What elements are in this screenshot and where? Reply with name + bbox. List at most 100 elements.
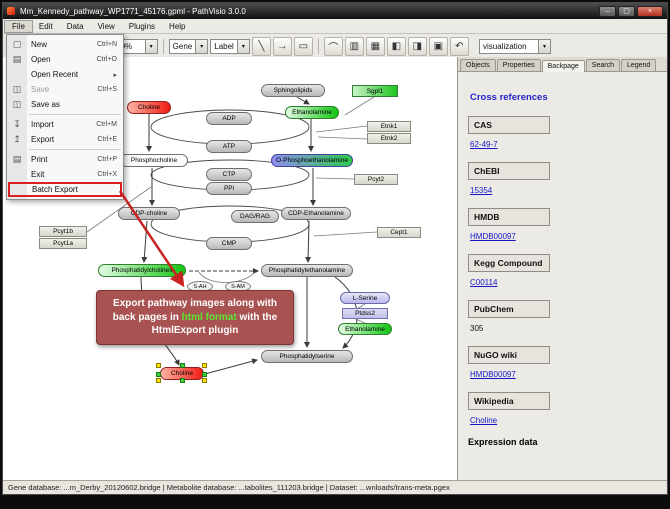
xref-link[interactable]: 15354 xyxy=(470,186,493,195)
pathway-node-pcyt1a[interactable]: Pcyt1a xyxy=(39,238,87,249)
xref-header-chebi[interactable]: ChEBI xyxy=(468,162,550,180)
xref-header-hmdb[interactable]: HMDB xyxy=(468,208,550,226)
pathway-node-dag-rag[interactable]: DAG/RAG xyxy=(231,210,279,223)
pathway-node-ethanolamine[interactable]: Ethanolamine xyxy=(285,106,339,119)
tab-properties[interactable]: Properties xyxy=(496,59,541,71)
label-combo[interactable]: Label ▾ xyxy=(210,38,250,54)
status-bar: Gene database: ...m_Derby_20120602.bridg… xyxy=(3,480,667,494)
xref-link[interactable]: HMDB00097 xyxy=(470,232,516,241)
tab-search[interactable]: Search xyxy=(585,59,620,71)
toolbar-separator xyxy=(317,38,319,54)
file-menu-item-save-as[interactable]: ◫Save as xyxy=(7,97,123,112)
pathway-node-ppi[interactable]: PPi xyxy=(206,182,252,195)
pathway-node-etnk1[interactable]: Etnk1 xyxy=(367,121,411,132)
pathway-node-pcyt2[interactable]: Pcyt2 xyxy=(354,174,398,185)
undo-button[interactable]: ↶ xyxy=(449,36,469,56)
pathway-node-cmp[interactable]: CMP xyxy=(206,237,252,250)
menu-plugins[interactable]: Plugins xyxy=(128,21,156,31)
menu-data[interactable]: Data xyxy=(66,21,84,31)
selection-handle[interactable] xyxy=(202,363,207,368)
pathway-node-phosphatidylcholines[interactable]: Phosphatidylcholines xyxy=(98,264,186,277)
app-icon xyxy=(7,7,15,15)
minimize-button[interactable]: – xyxy=(599,5,616,17)
pathway-node-phosphatidylserine[interactable]: Phosphatidylserine xyxy=(261,350,353,363)
file-menu-item-batch-export[interactable]: Batch Export xyxy=(8,182,122,197)
arrow-tool-button[interactable]: → xyxy=(272,36,292,56)
file-menu-item-open-recent[interactable]: Open Recent▸ xyxy=(7,67,123,82)
menu-edit[interactable]: Edit xyxy=(38,21,53,31)
selection-handle[interactable] xyxy=(156,378,161,383)
pathway-node-phosphocholine[interactable]: Phosphocholine xyxy=(120,154,188,167)
pathway-node-ethanolamine[interactable]: Ethanolamine xyxy=(338,323,392,335)
line-tool-button[interactable]: ╲ xyxy=(251,36,271,56)
callout-highlight-text: html format xyxy=(181,311,237,323)
align-horizontal-button[interactable]: ▥ xyxy=(344,36,364,56)
xref-link[interactable]: Choline xyxy=(470,416,498,425)
menu-separator xyxy=(29,149,121,150)
selection-handle[interactable] xyxy=(180,363,185,368)
selection-handle[interactable] xyxy=(156,363,161,368)
pathway-node-adp[interactable]: ADP xyxy=(206,112,252,125)
file-menu-item-label: Open xyxy=(31,55,51,64)
xref-header-kegg-compound[interactable]: Kegg Compound xyxy=(468,254,550,272)
close-button[interactable]: × xyxy=(637,5,663,17)
selection-handle[interactable] xyxy=(202,371,207,377)
ungroup-button[interactable]: ◨ xyxy=(407,36,427,56)
selection-handle[interactable] xyxy=(202,378,207,383)
label-combo-label: Label xyxy=(214,41,234,51)
pathway-node-ptdss2[interactable]: Ptdss2 xyxy=(342,308,388,319)
tab-backpage[interactable]: Backpage xyxy=(541,60,585,72)
pathway-edge xyxy=(198,271,256,283)
xref-header-cas[interactable]: CAS xyxy=(468,116,550,134)
xref-header-wikipedia[interactable]: Wikipedia xyxy=(468,392,550,410)
pathway-node-etnk2[interactable]: Etnk2 xyxy=(367,133,411,144)
pathway-node-choline[interactable]: Choline xyxy=(127,101,171,114)
selection-handle[interactable] xyxy=(180,378,185,383)
connector-tool-button[interactable]: ⌒ xyxy=(323,36,343,56)
pathway-node-pcyt1b[interactable]: Pcyt1b xyxy=(39,226,87,237)
to-front-button[interactable]: ▣ xyxy=(428,36,448,56)
pathway-node-atp[interactable]: ATP xyxy=(206,140,252,153)
maximize-button[interactable]: ▢ xyxy=(618,5,635,17)
chevron-down-icon: ▾ xyxy=(236,39,249,53)
toolbar-separator xyxy=(162,38,164,54)
xref-link[interactable]: HMDB00097 xyxy=(470,370,516,379)
pathway-node-cdp-ethanolamine[interactable]: CDP-Ethanolamine xyxy=(281,207,351,220)
pathway-node-ctp[interactable]: CTP xyxy=(206,168,252,181)
tab-objects[interactable]: Objects xyxy=(460,59,496,71)
menu-shortcut: Ctrl+O xyxy=(96,56,117,63)
pathway-node-cept1[interactable]: Cept1 xyxy=(377,227,421,238)
group-button[interactable]: ◧ xyxy=(386,36,406,56)
pathway-node-cdp-choline[interactable]: CDP-choline xyxy=(118,207,180,220)
menu-file[interactable]: File xyxy=(4,19,33,33)
align-vertical-button[interactable]: ▦ xyxy=(365,36,385,56)
gene-combo[interactable]: Gene ▾ xyxy=(168,38,209,54)
tab-legend[interactable]: Legend xyxy=(620,59,657,71)
pathway-node-phosphatidylethanolamine[interactable]: Phosphatidylethanolamine xyxy=(261,264,353,277)
pathway-node-sgpl1[interactable]: Sgpl1 xyxy=(352,85,398,97)
xref-header-pubchem[interactable]: PubChem xyxy=(468,300,550,318)
pathway-node-sphingolipids[interactable]: Sphingolipids xyxy=(261,84,325,97)
shape-tool-button[interactable]: ▭ xyxy=(293,36,313,56)
menu-help[interactable]: Help xyxy=(169,21,186,31)
xref-header-nugo-wiki[interactable]: NuGO wiki xyxy=(468,346,550,364)
xref-link[interactable]: C00114 xyxy=(470,278,498,287)
menu-view[interactable]: View xyxy=(97,21,115,31)
visualization-combo[interactable]: visualization ▾ xyxy=(479,38,551,54)
selection-handle[interactable] xyxy=(156,371,161,377)
pathway-node-o-phosphoethanolamine[interactable]: O-Phosphoethanolamine xyxy=(271,154,353,167)
app-window: Mm_Kennedy_pathway_WP1771_45176.gpml - P… xyxy=(2,2,668,495)
pathway-node-l-serine[interactable]: L-Serine xyxy=(340,292,390,304)
xref-link[interactable]: 62-49-7 xyxy=(470,140,498,149)
pathway-edge xyxy=(315,177,355,180)
file-menu-item-label: Save as xyxy=(31,100,60,109)
